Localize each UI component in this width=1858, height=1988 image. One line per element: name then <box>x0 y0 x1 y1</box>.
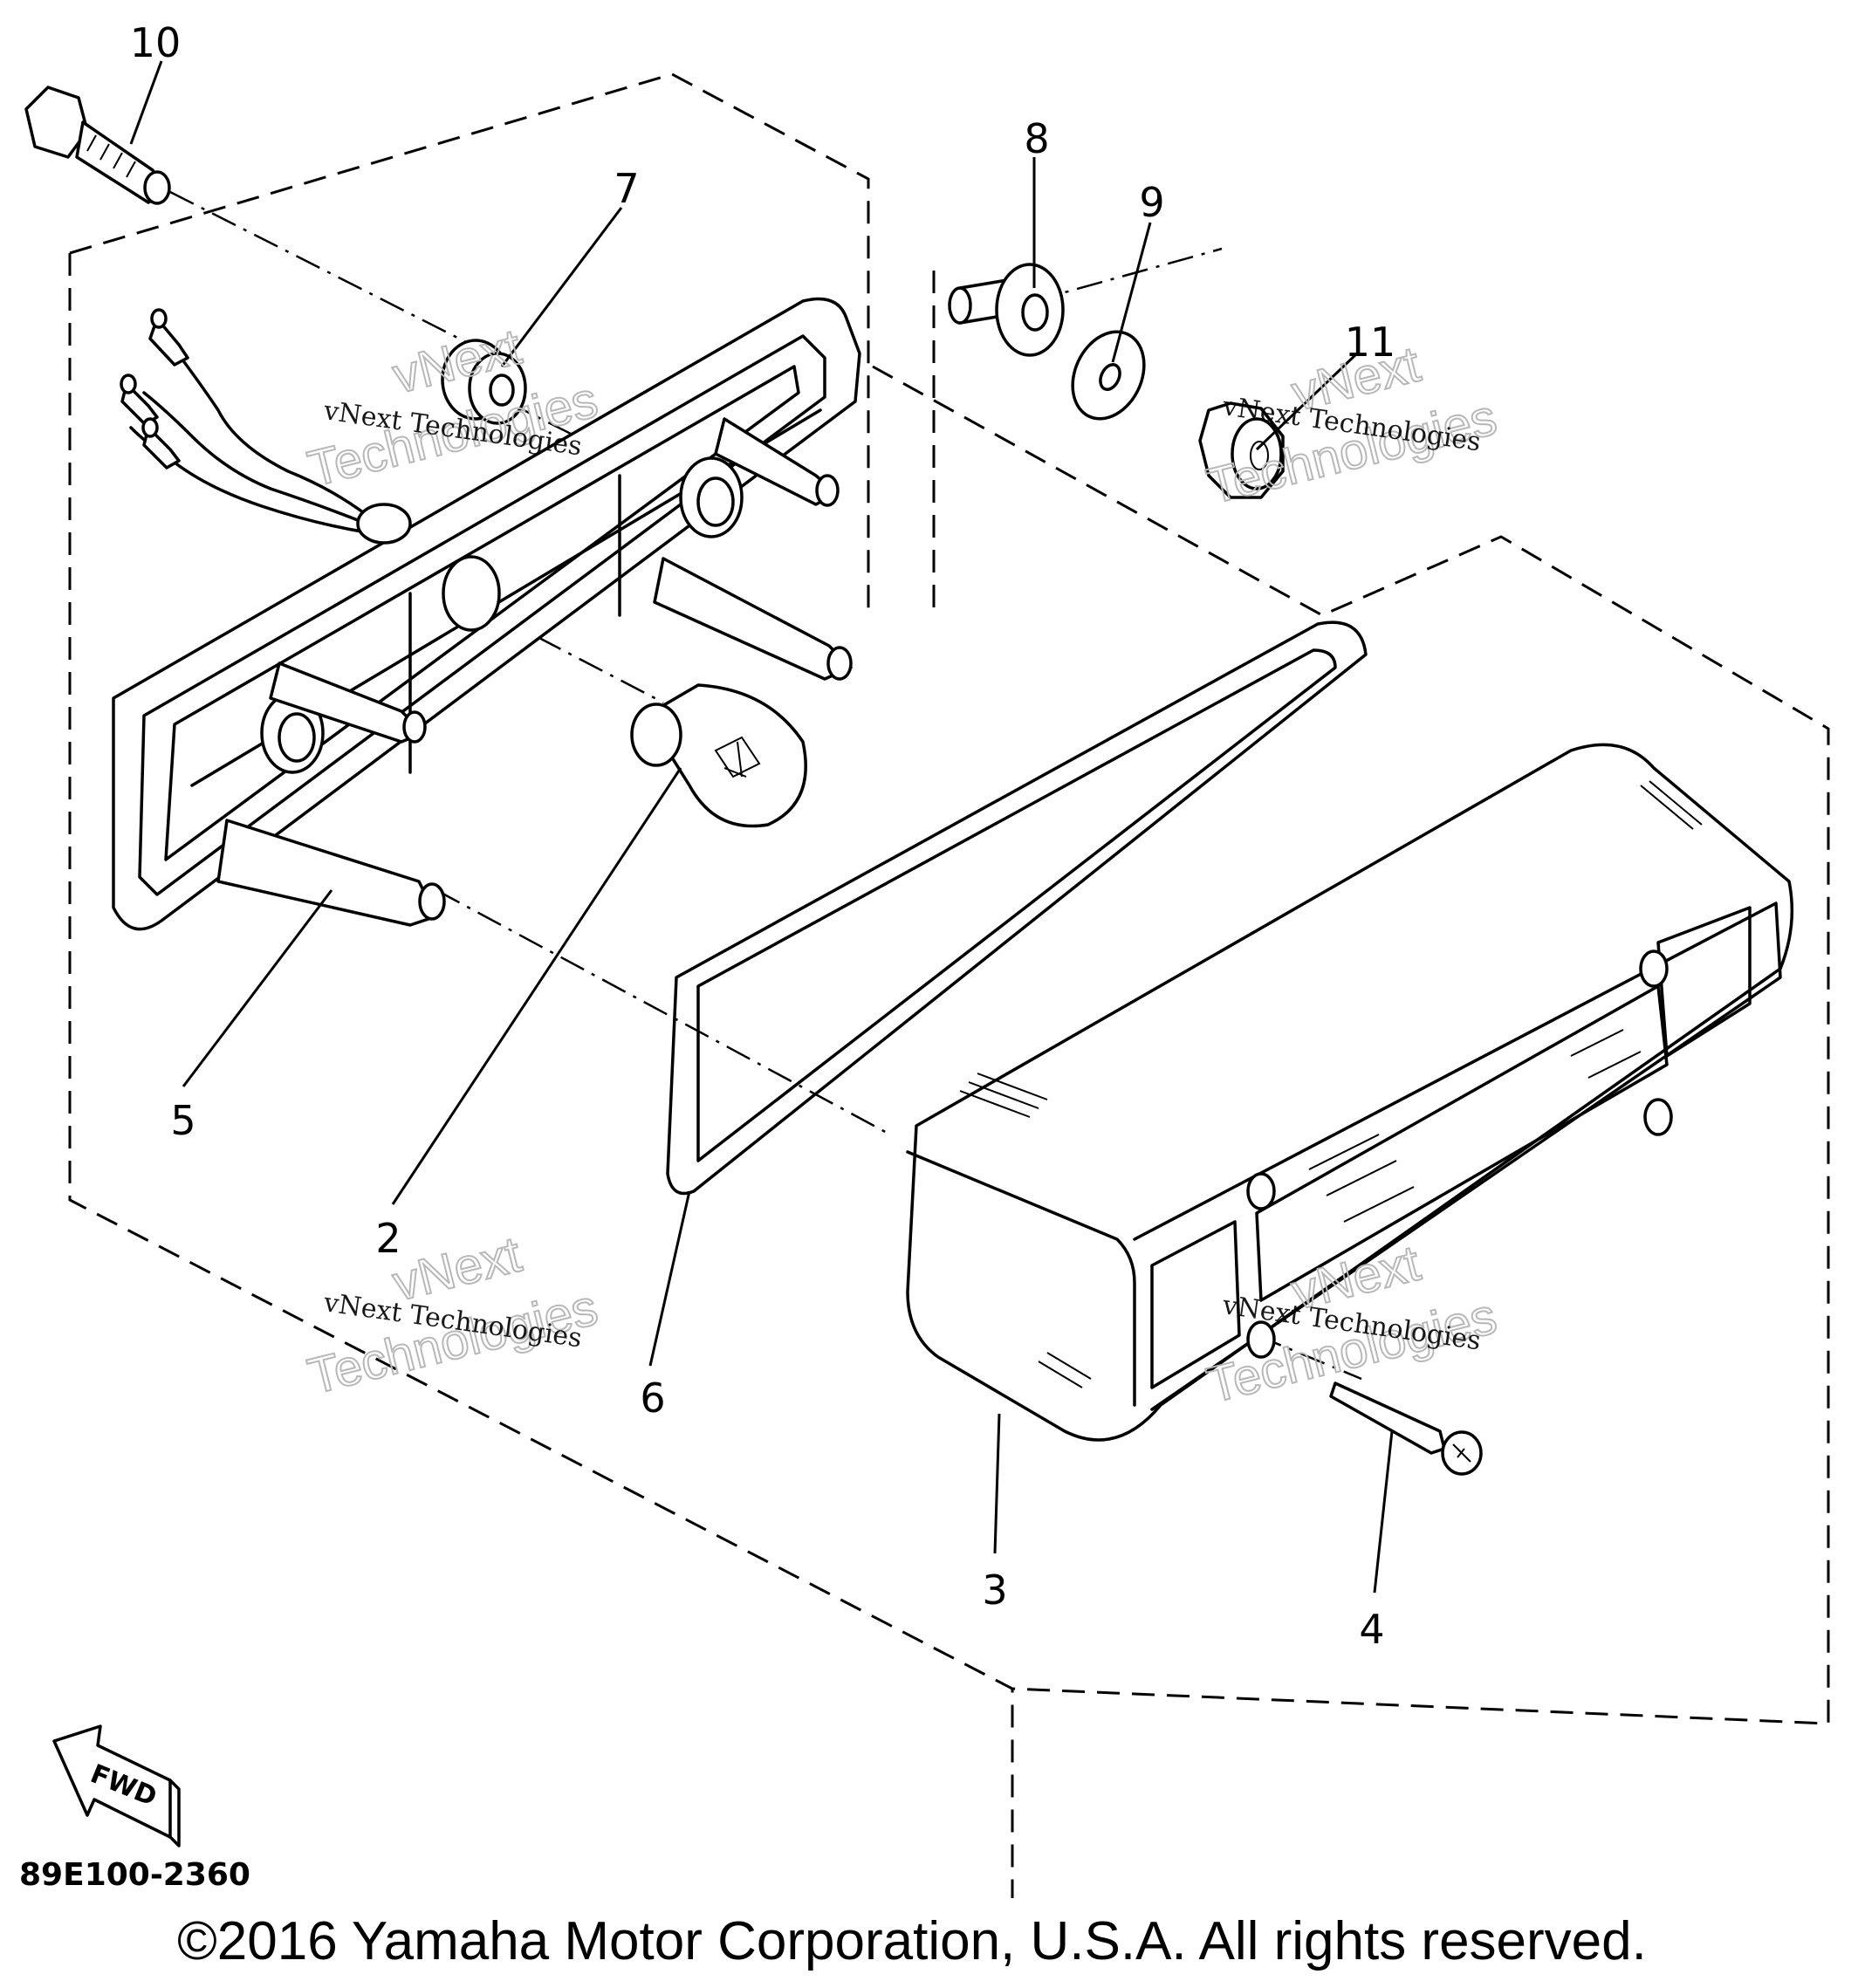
callout-labels: 10 7 8 9 11 5 2 6 3 4 <box>130 19 1396 1653</box>
diagram-code: 89E100-2360 <box>19 1857 250 1893</box>
callout-11: 11 <box>1345 319 1396 366</box>
leader-lines <box>129 60 1394 1594</box>
lens-part-3[interactable] <box>906 743 1794 1442</box>
callout-10: 10 <box>130 19 182 66</box>
grommet-part-7[interactable] <box>441 339 527 425</box>
copyright-notice: ©2016 Yamaha Motor Corporation, U.S.A. A… <box>177 1911 1647 1971</box>
callout-7: 7 <box>614 165 639 212</box>
gasket-part-6[interactable] <box>666 620 1368 1196</box>
callout-3: 3 <box>982 1566 1007 1614</box>
assembly-boundary-right <box>872 271 1830 1725</box>
callout-6: 6 <box>640 1374 665 1422</box>
callout-4: 4 <box>1359 1606 1384 1653</box>
screw-part-4[interactable] <box>1329 1381 1483 1476</box>
callout-9: 9 <box>1139 179 1164 226</box>
housing-part-5[interactable] <box>112 297 861 931</box>
bulb-part-2[interactable] <box>630 683 807 828</box>
washer-part-9[interactable] <box>1059 320 1158 430</box>
collar-part-8[interactable] <box>948 263 1065 357</box>
callout-8: 8 <box>1024 115 1049 162</box>
forward-arrow-icon: FWD <box>52 1724 181 1847</box>
bolt-part-10[interactable] <box>24 86 171 205</box>
callout-2: 2 <box>375 1215 401 1262</box>
assembly-boundary-left <box>68 72 1014 1898</box>
callout-5: 5 <box>170 1097 195 1144</box>
